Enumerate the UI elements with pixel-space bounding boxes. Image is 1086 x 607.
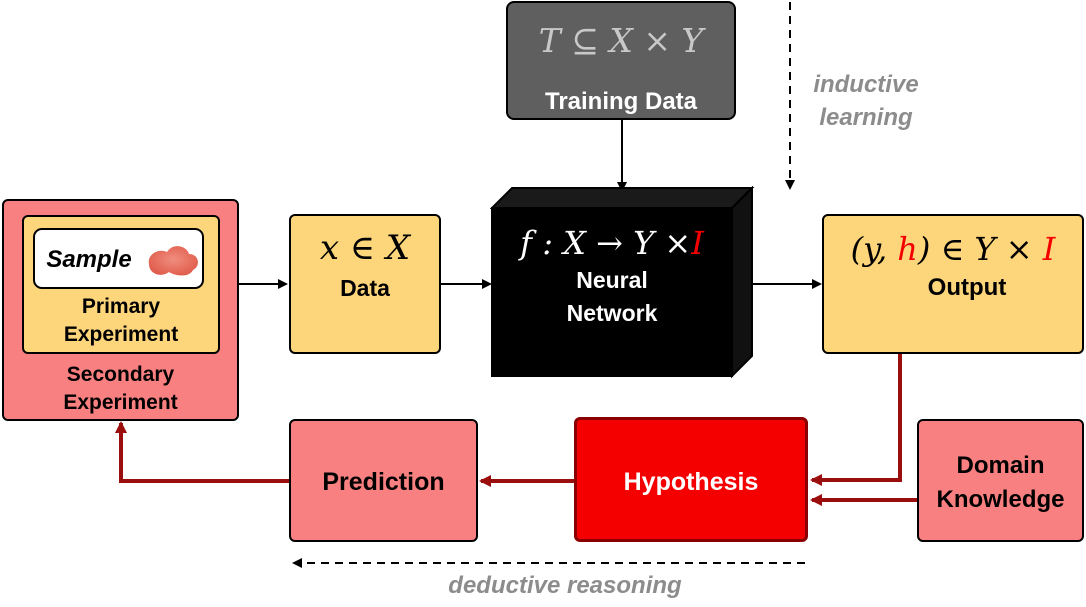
inductive-learning-label: inductive learning [813, 71, 919, 131]
prediction-box: Prediction [289, 419, 478, 542]
neural-network-label: Neural Network [566, 267, 658, 326]
training-data-label: Training Data [544, 88, 698, 115]
hypothesis-label: Hypothesis [623, 468, 759, 496]
training-data-math: T ⊆ X × Y [538, 21, 704, 60]
output-math: (y, h) ∈ Y × I [850, 230, 1056, 268]
secondary-experiment-label: Secondary Experiment [63, 363, 178, 414]
neural-network-math: f : X → Y ×I [520, 224, 704, 262]
data-label: Data [340, 275, 390, 301]
arrow-prediction-to-experiment [115, 421, 289, 483]
deductive-reasoning-label: deductive reasoning [448, 572, 682, 599]
data-box: x ∈ X Data [289, 214, 441, 354]
primary-experiment-label: Primary Experiment [63, 295, 179, 346]
prediction-label: Prediction [322, 468, 445, 496]
sample-label: Sample [46, 246, 132, 273]
output-label: Output [927, 274, 1007, 301]
domain-knowledge-label: Domain Knowledge [936, 452, 1065, 513]
sample-box: Sample [33, 228, 204, 289]
training-data-box: T ⊆ X × Y Training Data [506, 1, 736, 120]
neural-network-box [490, 186, 755, 379]
hypothesis-box: Hypothesis [574, 417, 808, 542]
sample-blob-icon [148, 246, 198, 276]
output-box: (y, h) ∈ Y × I Output [822, 214, 1084, 354]
data-math: x ∈ X [319, 228, 411, 268]
domain-knowledge-box: Domain Knowledge [917, 419, 1084, 542]
